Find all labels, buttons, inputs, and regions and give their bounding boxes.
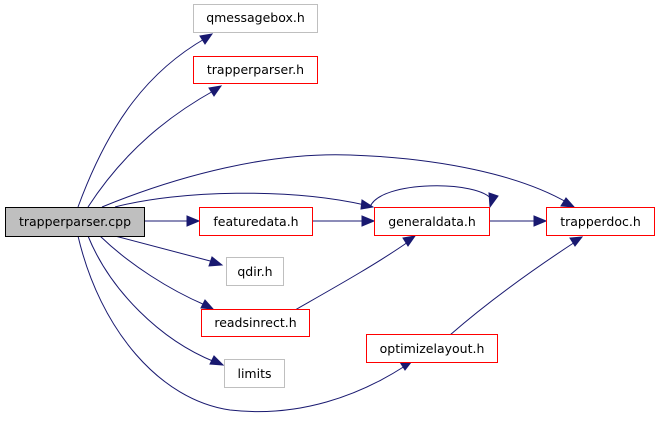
node-generaldata-h[interactable]: generaldata.h <box>374 207 490 236</box>
node-featuredata-h-box <box>199 207 313 236</box>
node-generaldata-h-box <box>374 207 490 236</box>
node-optimizelayout-h-label: optimizelayout.h <box>380 341 485 356</box>
arrow-to-trapperparser-h <box>208 85 223 97</box>
arrow-to-featuredata <box>186 215 201 227</box>
node-trapperdoc-h-box <box>546 207 655 236</box>
node-optimizelayout-h-box <box>366 334 498 363</box>
node-qdir-h-label: qdir.h <box>237 264 272 279</box>
node-qmessagebox-h[interactable]: qmessagebox.h <box>193 4 318 33</box>
node-qdir-h[interactable]: qdir.h <box>226 257 284 286</box>
node-limits-label: limits <box>237 366 271 381</box>
node-optimizelayout-h[interactable]: optimizelayout.h <box>366 334 498 363</box>
edge-root-to-trapperdoc <box>101 154 569 208</box>
arrow-to-qdir <box>208 256 224 267</box>
node-trapperparser-h-label: trapperparser.h <box>207 62 304 77</box>
node-readsinrect-h-box <box>201 309 310 337</box>
node-trapperparser-h-box <box>193 56 318 84</box>
edge-readsinrect-to-generaldata <box>294 241 409 311</box>
edge-root-to-optimizelayout <box>77 235 406 413</box>
edge-generaldata-self-loop <box>369 185 493 208</box>
arrow-generaldata-self-loop <box>488 192 499 209</box>
arrow-to-limits <box>209 355 225 366</box>
node-qmessagebox-h-box <box>193 4 318 33</box>
edge-root-to-qmessagebox <box>77 37 207 208</box>
arrow-generaldata-to-trapperdoc <box>533 215 548 227</box>
edge-optimizelayout-to-trapperdoc <box>449 241 576 336</box>
nodes: trapperparser.cpp qmessagebox.h trapperp… <box>5 4 655 388</box>
node-readsinrect-h[interactable]: readsinrect.h <box>201 309 310 337</box>
node-trapperparser-cpp[interactable]: trapperparser.cpp <box>5 207 145 237</box>
node-featuredata-h-label: featuredata.h <box>213 214 298 229</box>
arrow-featuredata-to-generaldata <box>361 215 376 227</box>
edge-root-to-generaldata <box>114 192 366 208</box>
edge-root-to-limits <box>87 235 216 363</box>
node-trapperparser-cpp-box <box>5 207 145 237</box>
edge-root-to-readsinrect <box>99 235 206 306</box>
node-featuredata-h[interactable]: featuredata.h <box>199 207 313 236</box>
edges <box>77 33 584 413</box>
edge-root-to-qdir <box>114 235 215 263</box>
node-qdir-h-box <box>226 257 284 286</box>
arrow-optimizelayout-to-trapperdoc <box>569 236 584 247</box>
arrow-to-trapperdoc-top <box>560 197 576 208</box>
node-trapperparser-h[interactable]: trapperparser.h <box>193 56 318 84</box>
arrow-to-readsinrect <box>200 299 215 310</box>
arrow-to-qmessagebox <box>199 33 214 45</box>
edge-root-to-trapperparser-h <box>87 89 216 208</box>
node-generaldata-h-label: generaldata.h <box>388 214 476 229</box>
node-trapperdoc-h-label: trapperdoc.h <box>560 214 641 229</box>
node-readsinrect-h-label: readsinrect.h <box>214 315 296 330</box>
node-trapperparser-cpp-label: trapperparser.cpp <box>19 214 131 229</box>
node-trapperdoc-h[interactable]: trapperdoc.h <box>546 207 655 236</box>
node-qmessagebox-h-label: qmessagebox.h <box>206 10 305 25</box>
arrow-readsinrect-to-generaldata <box>402 235 417 247</box>
node-limits[interactable]: limits <box>224 359 285 388</box>
node-limits-box <box>224 359 285 388</box>
